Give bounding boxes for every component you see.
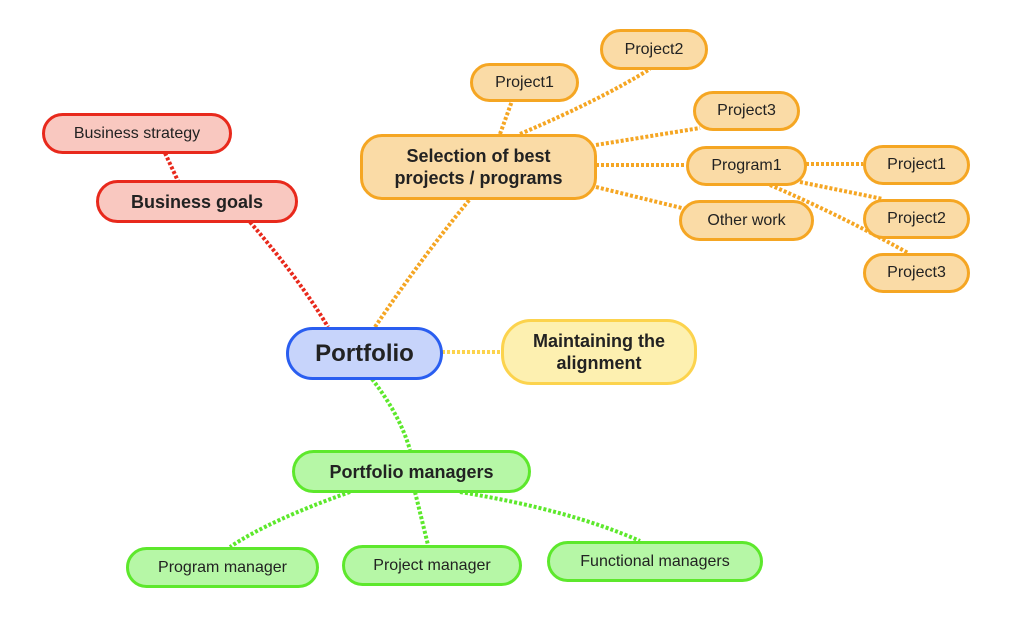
node-portfolio-root[interactable]: Portfolio — [286, 327, 443, 380]
node-business-goals[interactable]: Business goals — [96, 180, 298, 223]
node-program1-project3[interactable]: Project3 — [863, 253, 970, 293]
connector-program1-project3 — [769, 183, 909, 255]
connector-managers-program — [228, 490, 351, 549]
node-program1-project2[interactable]: Project2 — [863, 199, 970, 239]
connector-managers-functional — [459, 490, 641, 543]
connector-strategy-goals — [163, 152, 180, 182]
connector-root-managers — [370, 377, 412, 451]
connector-program1-project2 — [799, 180, 884, 201]
connector-goals-root — [248, 220, 330, 329]
node-project1[interactable]: Project1 — [470, 63, 579, 102]
connector-selection-project2 — [519, 67, 652, 136]
connector-managers-project — [413, 491, 430, 546]
node-program1-project1[interactable]: Project1 — [863, 145, 970, 185]
node-project2[interactable]: Project2 — [600, 29, 708, 70]
node-program1[interactable]: Program1 — [686, 146, 807, 186]
node-other-work[interactable]: Other work — [679, 200, 814, 241]
node-selection[interactable]: Selection of best projects / programs — [360, 134, 597, 200]
node-functional-managers[interactable]: Functional managers — [547, 541, 763, 582]
connector-selection-otherwork — [595, 185, 691, 212]
connector-selection-project3 — [595, 126, 701, 147]
node-business-strategy[interactable]: Business strategy — [42, 113, 232, 154]
node-project-manager[interactable]: Project manager — [342, 545, 522, 586]
node-portfolio-managers[interactable]: Portfolio managers — [292, 450, 531, 493]
node-project3[interactable]: Project3 — [693, 91, 800, 131]
connector-root-selection — [373, 197, 472, 329]
node-maintaining-alignment[interactable]: Maintaining the alignment — [501, 319, 697, 385]
connector-selection-project1 — [498, 100, 514, 135]
node-program-manager[interactable]: Program manager — [126, 547, 319, 588]
